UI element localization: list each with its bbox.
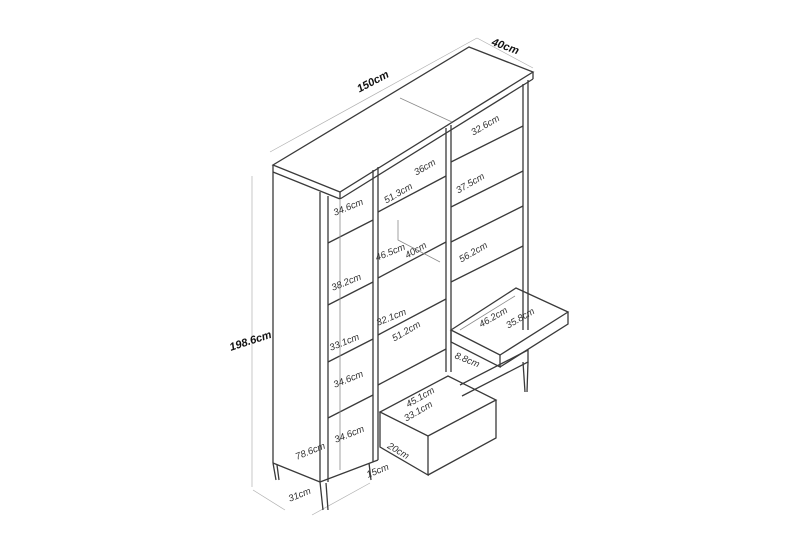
left-side-panel (272, 172, 321, 483)
middle-shelves (377, 175, 447, 386)
middle-drawer (378, 375, 498, 477)
right-base (459, 348, 529, 397)
legs (272, 462, 372, 511)
front-frame (319, 80, 529, 483)
right-shelves (450, 125, 524, 283)
top-panel (271, 46, 535, 200)
dimension-lines (251, 37, 534, 516)
left-shelves (327, 200, 374, 470)
